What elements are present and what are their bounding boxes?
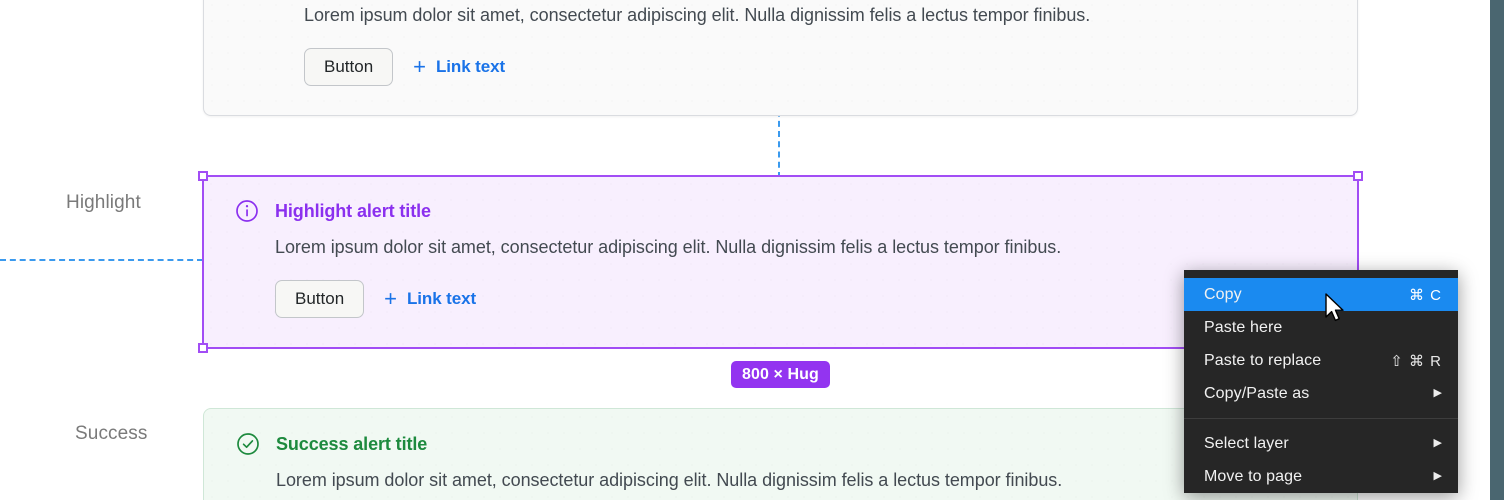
alert-card-success[interactable]: Success alert title Lorem ipsum dolor si… (203, 408, 1358, 500)
context-menu-item-shortcut: ⌘ C (1409, 286, 1442, 304)
alert-body-text: Lorem ipsum dolor sit amet, consectetur … (276, 470, 1063, 490)
alert-link[interactable]: + Link text (384, 288, 476, 310)
submenu-arrow-icon: ▶ (1433, 470, 1442, 482)
context-menu-item-copy[interactable]: Copy ⌘ C (1184, 278, 1458, 311)
alert-title: Success alert title (276, 433, 428, 454)
plus-icon: + (384, 286, 398, 311)
submenu-arrow-icon: ▶ (1433, 437, 1442, 449)
context-menu-item-label: Move to page (1204, 467, 1303, 485)
plus-icon: + (413, 54, 427, 79)
alert-link-label: Link text (407, 289, 477, 308)
check-circle-icon (236, 432, 260, 456)
context-menu-item-label: Copy/Paste as (1204, 384, 1310, 402)
row-label-success: Success (75, 423, 148, 444)
alert-button[interactable]: Button (275, 280, 365, 318)
context-menu-item-copy-paste-as[interactable]: Copy/Paste as ▶ (1184, 377, 1458, 410)
right-edge-strip (1490, 0, 1504, 500)
context-menu[interactable]: Copy ⌘ C Paste here Paste to replace ⇧ ⌘… (1184, 270, 1458, 493)
alert-body-text: Lorem ipsum dolor sit amet, consectetur … (275, 237, 1062, 257)
alert-body-text: Lorem ipsum dolor sit amet, consectetur … (304, 5, 1091, 25)
context-menu-item-label: Paste here (1204, 318, 1283, 336)
context-menu-item-shortcut: ⇧ ⌘ R (1390, 352, 1442, 370)
row-label-highlight: Highlight (66, 192, 141, 213)
context-menu-item-label: Select layer (1204, 434, 1289, 452)
context-menu-item-paste-here[interactable]: Paste here (1184, 311, 1458, 344)
alert-button[interactable]: Button (304, 48, 394, 86)
context-menu-item-select-layer[interactable]: Select layer ▶ (1184, 427, 1458, 460)
context-menu-separator (1184, 418, 1458, 419)
context-menu-item-label: Paste to replace (1204, 351, 1322, 369)
size-badge: 800 × Hug (731, 361, 830, 388)
alert-card-neutral[interactable]: Lorem ipsum dolor sit amet, consectetur … (203, 0, 1358, 116)
submenu-arrow-icon: ▶ (1433, 387, 1442, 399)
horizontal-alignment-guide (0, 259, 203, 261)
alert-title: Highlight alert title (275, 200, 431, 221)
context-menu-item-move-to-page[interactable]: Move to page ▶ (1184, 460, 1458, 493)
context-menu-item-paste-to-replace[interactable]: Paste to replace ⇧ ⌘ R (1184, 344, 1458, 377)
alert-link[interactable]: + Link text (413, 56, 505, 78)
info-circle-icon (235, 199, 259, 223)
alert-link-label: Link text (436, 57, 506, 76)
alert-card-highlight[interactable]: Highlight alert title Lorem ipsum dolor … (203, 176, 1358, 348)
context-menu-item-label: Copy (1204, 285, 1242, 303)
